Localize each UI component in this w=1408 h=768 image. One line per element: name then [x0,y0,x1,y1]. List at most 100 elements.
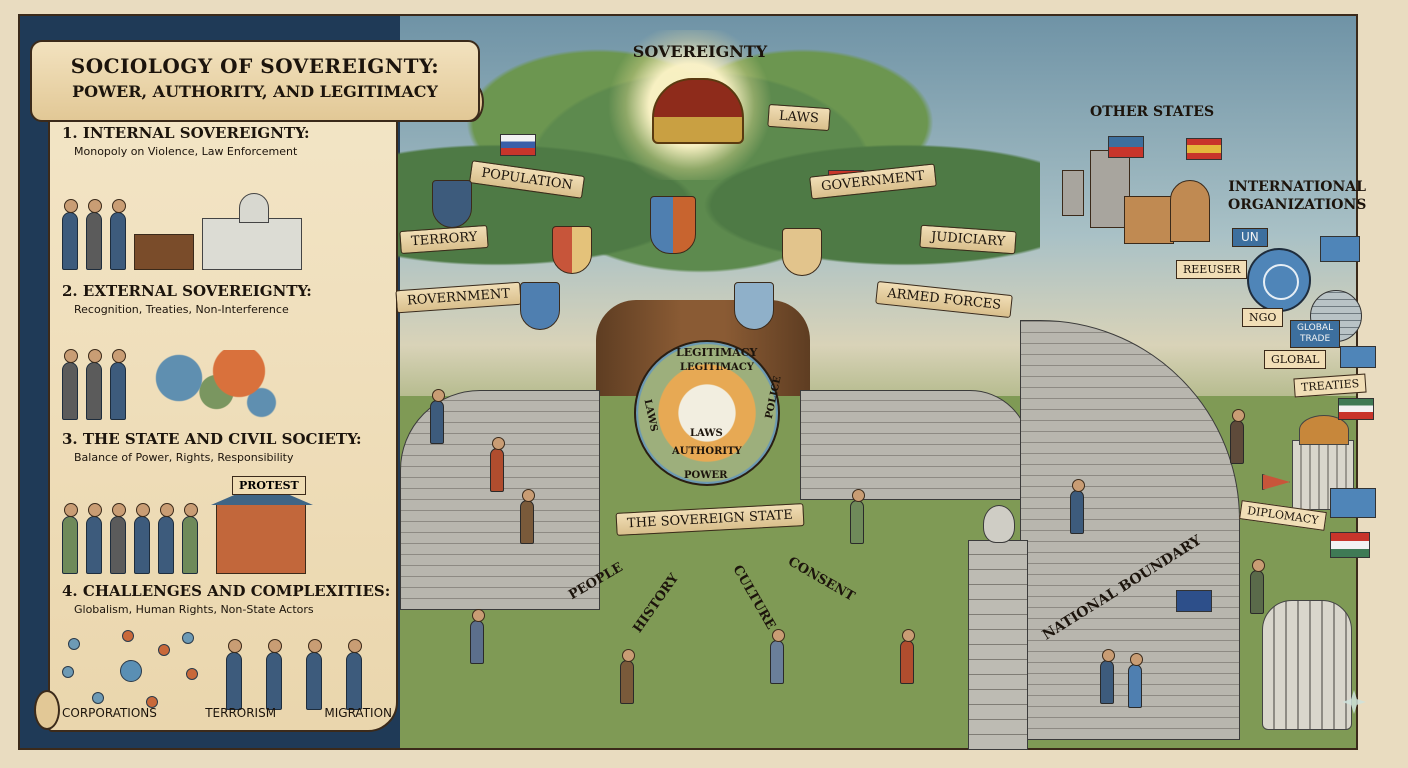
network-icon [62,630,202,710]
un-flag-icon [1320,236,1360,262]
gardener-figure [520,489,535,544]
un-flag: UN [1232,228,1268,247]
flag-icon [1330,532,1370,558]
external-sovereignty-illustration [62,330,382,420]
schoolhouse-icon [211,483,313,574]
other-states-heading: OTHER STATES [1090,104,1215,120]
section-heading: 2. EXTERNAL SOVEREIGNTY: [62,282,312,300]
poster-title: SOCIOLOGY OF SOVEREIGNTY: [70,54,440,78]
citizen-figure [430,389,445,444]
heraldic-shield-icon [552,226,592,274]
scales-shield-icon [520,282,560,330]
civil-society-illustration [62,483,382,574]
terrorist-figure-icon [226,639,242,710]
section-subtext: Balance of Power, Rights, Responsibility [74,451,294,464]
section-subtext: Monopoly on Violence, Law Enforcement [74,145,298,158]
flag-icon [1340,346,1376,368]
police-officer-icon [62,199,78,270]
network-node [68,638,80,650]
section-state-civil-society: 3. THE STATE AND CIVIL SOCIETY: Balance … [62,430,392,464]
official-icon [86,199,102,270]
internal-sovereignty-illustration [62,180,382,270]
title-banner: SOCIOLOGY OF SOVEREIGNTY: POWER, AUTHORI… [30,40,480,122]
network-hub [120,660,142,682]
gardener-figure [850,489,865,544]
network-node [62,666,74,678]
speaker-icon [62,503,78,574]
ribbon-laws: LAWS [767,103,831,132]
network-node [122,630,134,642]
gardener-figure [470,609,485,664]
section-heading: 4. CHALLENGES AND COMPLEXITIES: [62,582,391,600]
eagle-shield-icon [650,196,696,254]
network-node [182,632,194,644]
flag-icon [1186,138,1222,160]
citizen-figure [1230,409,1245,464]
diplomat-icon [110,349,126,420]
gardener-figure [620,649,635,704]
judge-bench-icon [134,234,194,270]
courthouse-shield-icon [782,228,822,276]
union-jack-flag-icon [1176,590,1212,612]
protester-icon [182,503,198,574]
diplomat-figure [1128,653,1143,708]
citizen-figure [1250,559,1265,614]
parliament-building-icon [1292,415,1354,510]
challenges-illustration [62,620,382,710]
section-challenges: 4. CHALLENGES AND COMPLEXITIES: Globalis… [62,582,392,616]
police-officer-icon [110,199,126,270]
tower-icon [1090,150,1130,228]
caption-terrorism: TERRORISM [205,706,277,720]
scroll-curl-bottom [34,690,60,730]
reeuser-sign: REEUSER [1176,260,1248,279]
medallion-outer-top: LEGITIMACY [676,346,758,359]
network-node [186,668,198,680]
inner-wall-right [800,390,1030,500]
intl-org-heading-line1: INTERNATIONAL [1228,179,1367,195]
terrorist-figure-icon [266,639,282,710]
swords-shield-icon [734,282,774,330]
network-node [146,696,158,708]
world-map-icon [134,350,284,420]
tower-icon [1062,170,1084,216]
medallion-inner-bottom: LAWS [690,428,723,439]
medallion-inner-top: LEGITIMACY [680,362,754,373]
global-trade-line2: TRADE [1299,334,1331,344]
medallion-power: POWER [684,470,728,481]
diplomat-icon [62,349,78,420]
speaker-icon [86,503,102,574]
global-trade-sign: GLOBAL TRADE [1290,320,1341,348]
intl-org-heading: INTERNATIONAL ORGANIZATIONS [1228,178,1366,214]
migrant-figure-icon [306,639,322,710]
sovereignty-label: SOVEREIGNTY [632,42,768,61]
protest-sign: PROTEST [232,476,306,495]
citizen-figure [490,437,505,492]
gate-pillar [968,505,1028,750]
rotunda-building-icon [1262,600,1352,730]
un-emblem-icon [1247,248,1311,312]
caption-migration: MIGRATION [324,706,392,720]
network-node [158,644,170,656]
domed-palace-icon [1170,180,1210,242]
citizen-icon [134,503,150,574]
poster-subtitle: POWER, AUTHORITY, AND LEGITIMACY [72,82,438,101]
population-shield-icon [432,180,472,228]
caption-corporations: CORPORATIONS [62,706,157,720]
section-subtext: Recognition, Treaties, Non-Interference [74,303,289,316]
crown-icon [652,78,744,144]
citizen-figure [1070,479,1085,534]
section-heading: 3. THE STATE AND CIVIL SOCIETY: [62,430,362,448]
global-sign: GLOBAL [1264,350,1327,369]
diplomat-figure [1100,649,1115,704]
gardener-figure [900,629,915,684]
ngo-sign: NGO [1242,308,1284,327]
fortress-icon [1124,196,1174,244]
legitimacy-medallion [634,340,780,486]
section-subtext: Globalism, Human Rights, Non-State Actor… [74,603,314,616]
gardener-figure [770,629,785,684]
global-trade-line1: GLOBAL [1297,323,1334,333]
medallion-authority: AUTHORITY [672,446,742,457]
section-external-sovereignty: 2. EXTERNAL SOVEREIGNTY: Recognition, Tr… [62,282,392,316]
flag-icon [500,134,536,156]
flag-icon [1338,398,1374,420]
